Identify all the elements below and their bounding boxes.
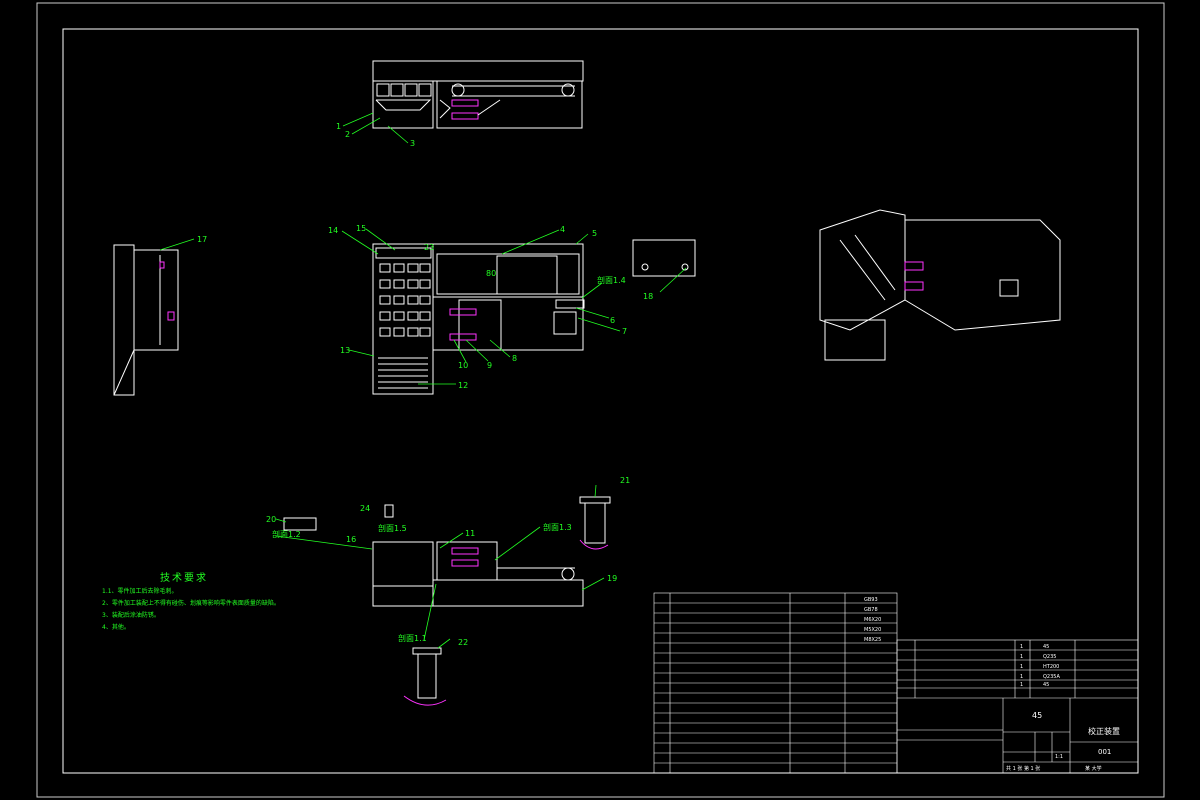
callout-13: 13 [340,346,350,355]
plan-view [372,239,696,395]
bom-code-4: M5X20 [864,627,881,633]
callout-labels: 1 2 3 4 5 6 7 8 9 10 11 12 13 14 15 16 1… [197,122,653,647]
title-block [653,592,1139,774]
bom-code-1: GB93 [864,597,878,603]
note-4: 4、其他。 [102,624,130,631]
mat-code-3: HT200 [1043,664,1059,670]
mat-code-2: Q235 [1043,654,1056,660]
qty-4: 1 [1020,674,1023,680]
callout-14: 14 [328,226,338,235]
section-label-c: 剖面1.2 [272,529,301,539]
title-block-text: GB93 GB78 M6X20 M5X20 M8X25 45 Q235 HT20… [864,597,1120,772]
callout-15: 15 [356,224,366,233]
callout-22: 22 [458,638,468,647]
callout-3: 3 [410,139,415,148]
drawing-number: 001 [1098,748,1111,756]
note-3: 3、装配后涂油防锈。 [102,612,160,619]
callout-1: 1 [336,122,341,131]
callout-17: 17 [197,235,207,244]
callout-12: 12 [458,381,468,390]
callout-6: 6 [610,316,615,325]
notes-title: 技术要求 [160,573,208,584]
callout-23: 23 [424,243,434,252]
bottom-elevation-view [283,496,611,706]
bom-code-2: GB78 [864,607,878,613]
outer-border [36,2,1165,798]
cell-grid [379,263,431,337]
note-1: 1.1、零件加工后去除毛刺。 [102,588,178,595]
material: 45 [1032,711,1042,720]
qty-1: 1 [1020,644,1023,650]
section-label-e: 剖面1.1 [398,633,427,643]
callout-9: 9 [487,361,492,370]
callout-21: 21 [620,476,630,485]
front-elevation-view [372,60,584,129]
scale-mark: 80 [486,269,496,278]
callout-7: 7 [622,327,627,336]
qty-5: 1 [1020,682,1023,688]
drawing-name: 校正装置 [1088,726,1120,736]
mat-code-5: 45 [1043,682,1049,688]
scale: 1:1 [1055,754,1063,760]
callout-19: 19 [607,574,617,583]
callout-5: 5 [592,229,597,238]
section-label-a: 剖面1.4 [597,275,626,285]
bom-code-3: M6X20 [864,617,881,623]
callout-16: 16 [346,535,356,544]
section-label-d: 剖面1.3 [543,522,572,532]
inner-frame [62,28,1139,774]
callout-24: 24 [360,504,370,513]
qty-2: 1 [1020,654,1023,660]
mat-code-1: 45 [1043,644,1049,650]
sheet-text: 共 1 张 第 1 张 [1006,765,1040,772]
callout-4: 4 [560,225,565,234]
section-label-b: 剖面1.5 [378,523,407,533]
company: 某 大学 [1085,765,1102,772]
side-view [113,244,179,396]
note-2: 2、零件加工装配上不得有碰伤、划痕等影响零件表面质量的缺陷。 [102,600,280,607]
isometric-view [819,209,1061,361]
callout-18: 18 [643,292,653,301]
leader-lines [159,112,687,649]
callout-2: 2 [345,130,350,139]
callout-8: 8 [512,354,517,363]
callout-11: 11 [465,529,475,538]
bom-code-5: M8X25 [864,637,881,643]
callout-10: 10 [458,361,468,370]
callout-20: 20 [266,515,276,524]
qty-3: 1 [1020,664,1023,670]
mat-code-4: Q235A [1043,674,1060,680]
